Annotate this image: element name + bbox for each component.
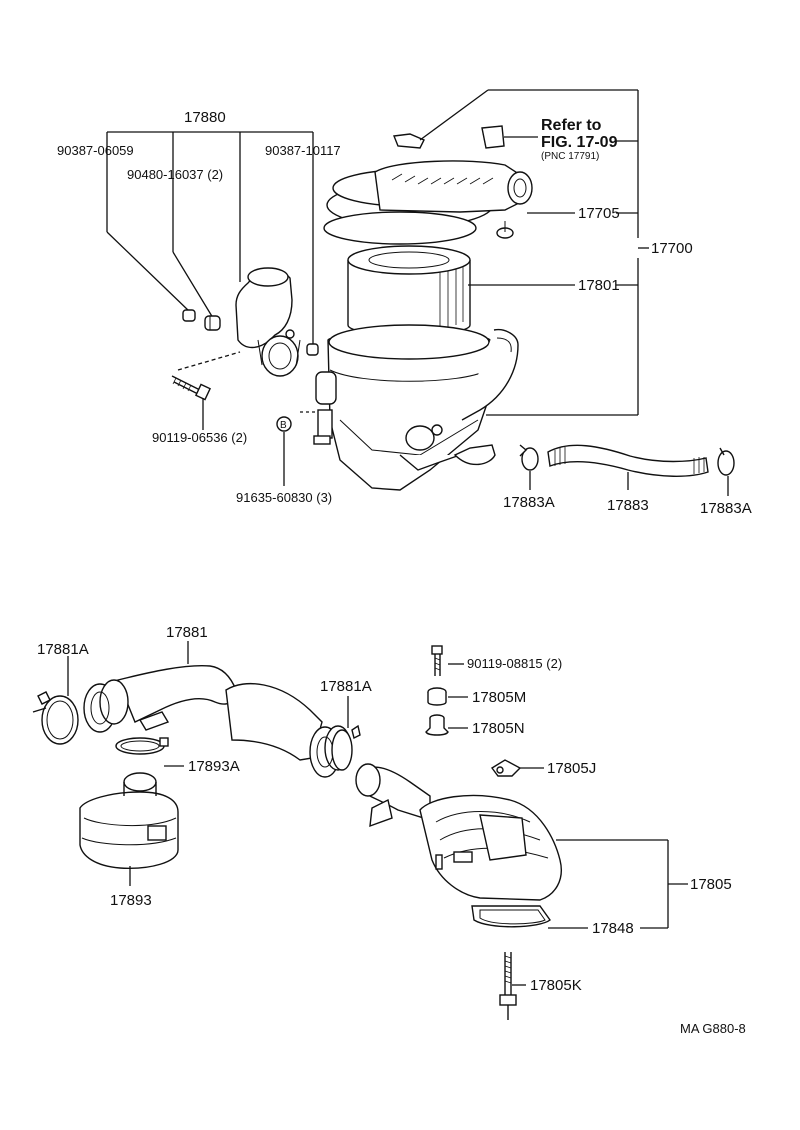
label-17805: 17805: [690, 876, 732, 893]
label-17880: 17880: [184, 109, 226, 126]
label-17805M: 17805M: [472, 689, 526, 706]
nut-90387-10117: [306, 343, 319, 356]
label-17881A-right: 17881A: [320, 678, 372, 695]
label-90119-06536: 90119-06536 (2): [152, 430, 247, 445]
clamp-17883A-left: [519, 444, 539, 471]
hose-17883: [547, 444, 709, 477]
label-refer-to: Refer to: [541, 117, 602, 134]
inlet-duct-17805: [355, 763, 562, 928]
label-90387-06059: 90387-06059: [57, 143, 134, 158]
label-17893: 17893: [110, 892, 152, 909]
b-marker: B: [276, 416, 292, 432]
label-90387-10117: 90387-10117: [265, 143, 341, 158]
bushing-90480-16037: [204, 315, 221, 331]
bolt-90119-08815: [431, 645, 443, 676]
label-17705: 17705: [578, 205, 620, 222]
grommet-17805M: [427, 687, 447, 706]
bolt-17805K: [499, 952, 517, 1020]
intake-elbow-17880: [235, 267, 301, 377]
label-fig-ref: FIG. 17-09: [541, 134, 618, 151]
connector-ref-fig: [393, 125, 505, 149]
label-17881A-left: 17881A: [37, 641, 89, 658]
label-17805J: 17805J: [547, 760, 596, 777]
bolt-90119-06536: [171, 375, 211, 401]
clamp-17881A-left: [32, 691, 79, 745]
resonator-17893: [79, 772, 179, 870]
leaders-hose: [529, 471, 729, 496]
b-marker-text: B: [280, 420, 287, 431]
clamp-17893A: [115, 737, 169, 755]
label-17805N: 17805N: [472, 720, 525, 737]
intake-hose-17881: [83, 664, 352, 778]
collar-17805N: [425, 714, 449, 736]
nut-90387-06059: [182, 309, 196, 322]
label-17805K: 17805K: [530, 977, 582, 994]
label-91635-60830: 91635-60830 (3): [236, 490, 332, 505]
label-17883A-right: 17883A: [700, 500, 752, 517]
label-90119-08815: 90119-08815 (2): [467, 656, 562, 671]
label-17893A: 17893A: [188, 758, 240, 775]
leaders-bottom: [67, 641, 688, 986]
clip-17805J: [490, 759, 522, 777]
figure-code: MA G880-8: [680, 1021, 746, 1036]
label-17881: 17881: [166, 624, 208, 641]
label-pnc-ref: (PNC 17791): [541, 151, 599, 162]
air-cleaner-case-17700: [313, 160, 533, 491]
label-17801: 17801: [578, 277, 620, 294]
assembly-line: [177, 351, 241, 371]
clamp-17883A-right: [717, 447, 735, 476]
label-17883A-left: 17883A: [503, 494, 555, 511]
label-90480-16037: 90480-16037 (2): [127, 167, 223, 182]
label-17700: 17700: [651, 240, 693, 257]
leader-17880: [106, 131, 314, 348]
leaders-right-top: [419, 89, 639, 416]
label-17848: 17848: [592, 920, 634, 937]
clamp-17881A-right: [331, 724, 361, 771]
label-17883: 17883: [607, 497, 649, 514]
